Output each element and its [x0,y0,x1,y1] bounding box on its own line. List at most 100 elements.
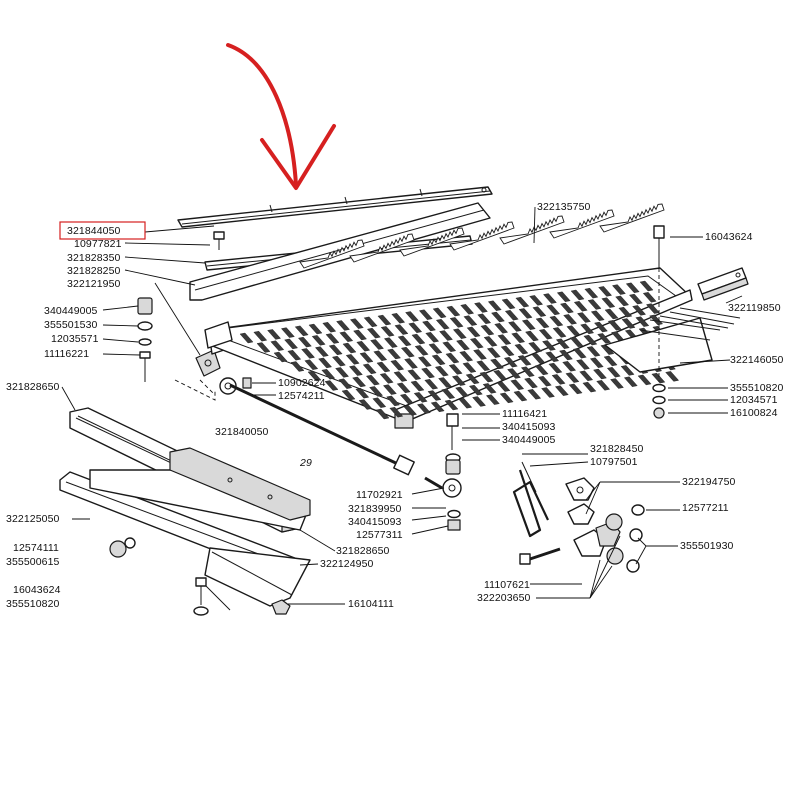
label-11116221[interactable]: 11116221 [44,348,90,360]
label-321840050[interactable]: 321840050 [215,426,269,438]
louver-slat [376,361,391,373]
label-322124950[interactable]: 322124950 [320,558,374,570]
label-321844050[interactable]: 321844050 [67,225,121,237]
label-322203650[interactable]: 322203650 [477,592,531,604]
louver-slat [510,379,525,390]
louver-slat [404,358,418,369]
louver-slat [543,293,557,304]
label-322125050[interactable]: 322125050 [6,513,60,525]
label-321828650-lower[interactable]: 321828650 [336,545,390,557]
label-322135750[interactable]: 322135750 [537,201,591,213]
label-10977821[interactable]: 10977821 [74,238,122,250]
louver-slat [297,336,312,348]
label-12574211[interactable]: 12574211 [278,390,325,402]
louver-slat [500,345,515,357]
louver-slat [494,323,509,334]
label-321828350[interactable]: 321828350 [67,252,121,264]
louver-slat [587,299,602,310]
louver-slat [459,351,474,362]
label-355510820-right[interactable]: 355510820 [730,382,784,394]
louver-slat [413,392,428,403]
label-11702921[interactable]: 11702921 [356,489,403,501]
louver-slat [486,347,501,358]
label-12577311[interactable]: 12577311 [356,529,403,541]
louver-slat [597,333,612,344]
louver-slat [580,323,595,335]
louver-slat [322,322,337,333]
louver-slat [499,392,514,404]
louver-slat [534,364,549,376]
label-16104111[interactable]: 16104111 [348,598,394,610]
label-321828450[interactable]: 321828450 [590,443,644,455]
louver-slat [485,394,500,405]
bolt-11107621 [519,547,561,565]
louver-slat [596,380,611,391]
label-11107621[interactable]: 11107621 [484,579,530,591]
louver-slat [373,350,388,361]
louver-slat [331,355,346,367]
leader-lines [61,206,743,605]
louver-slat [408,322,423,333]
label-355510820[interactable]: 355510820 [6,598,60,610]
label-321828650[interactable]: 321828650 [6,381,60,393]
label-340449005[interactable]: 340449005 [44,305,98,317]
louver-slat [321,368,336,380]
louver-slat [465,373,480,385]
louver-slat [387,348,401,360]
louver-slat [435,318,450,330]
louver-slat [524,377,538,389]
louver-slat [515,296,530,308]
louver-slat [610,378,624,389]
label-322119850[interactable]: 322119850 [728,302,781,314]
label-322146050[interactable]: 322146050 [730,354,784,366]
label-322194750[interactable]: 322194750 [682,476,736,488]
louver-slat [577,312,591,323]
spacer-12574111 [109,537,136,558]
louver-slat [541,387,555,398]
louver-slat [586,346,601,357]
label-340415093[interactable]: 340415093 [502,421,556,433]
louver-slat [431,354,446,366]
louver-slat [430,401,445,413]
louver-slat [480,324,495,336]
louver-slat [593,368,607,380]
label-321839950[interactable]: 321839950 [348,503,402,515]
louver-slat [600,344,615,355]
label-355501530[interactable]: 355501530 [44,319,98,331]
label-12574111[interactable]: 12574111 [13,542,59,554]
louver-slat [304,359,319,370]
label-340415093-lower[interactable]: 340415093 [348,516,402,528]
label-11116421[interactable]: 11116421 [502,408,548,420]
label-10797501[interactable]: 10797501 [590,456,638,468]
label-16043624[interactable]: 16043624 [13,584,61,596]
louver-slat [362,363,377,375]
louver-slat [446,305,461,317]
louver-slat [514,343,529,355]
louver-slat [290,361,305,372]
louver-slat [572,348,587,359]
louver-slat [455,386,469,398]
label-340449005-center[interactable]: 340449005 [502,434,556,446]
label-355500615[interactable]: 355500615 [6,556,60,568]
label-16100824[interactable]: 16100824 [730,407,778,419]
louver-slat [615,295,630,307]
louver-slat [439,330,453,341]
louver-slat [273,351,288,363]
louver-slat [393,371,408,382]
louver-slat [474,302,488,313]
label-322121950[interactable]: 322121950 [67,278,121,290]
label-355501930[interactable]: 355501930 [680,540,734,552]
louver-slat [518,308,533,319]
label-16043624-right[interactable]: 16043624 [705,231,753,243]
label-12034571[interactable]: 12034571 [730,394,778,406]
louver-slat [377,314,392,326]
louver-slat [507,368,521,379]
top-cover-strip [177,186,493,228]
label-12577211[interactable]: 12577211 [682,502,729,514]
label-10902624[interactable]: 10902624 [278,377,326,389]
label-321828250[interactable]: 321828250 [67,265,121,277]
louver-slat [336,320,350,331]
label-12035571[interactable]: 12035571 [51,333,99,345]
louver-slat [625,282,640,294]
louver-slat [582,381,597,393]
